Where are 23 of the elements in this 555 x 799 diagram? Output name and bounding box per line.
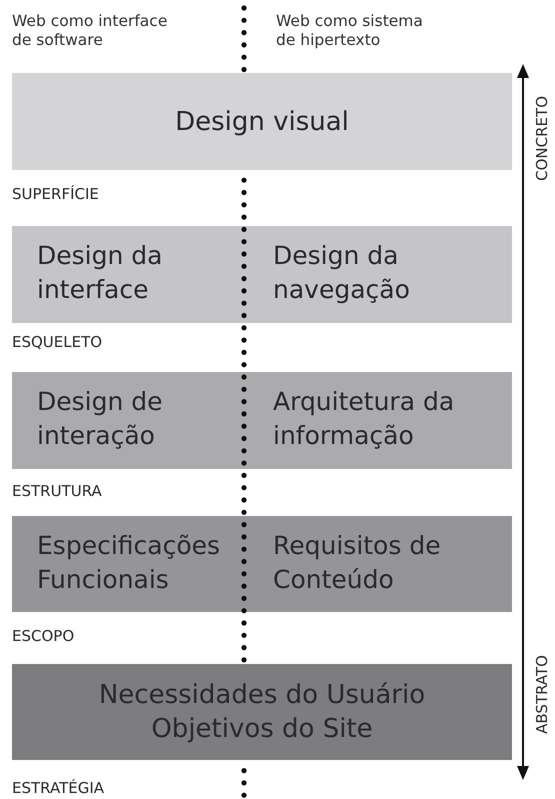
layer-text: Necessidades do Usuário	[98, 679, 426, 712]
layer-band	[12, 372, 512, 469]
layer-name: ESQUELETO	[12, 333, 102, 351]
layer-band	[12, 73, 512, 170]
layer-text: Arquitetura da informação	[273, 386, 456, 452]
layer-name: ESCOPO	[12, 627, 74, 645]
axis-label: ABSTRATO	[533, 655, 551, 734]
layer-name: SUPERFÍCIE	[12, 185, 99, 203]
column-heading: Web como sistema de hipertexto	[276, 12, 424, 50]
axis-label: CONCRETO	[533, 96, 551, 181]
layer-text: Design da interface	[37, 240, 164, 306]
layer-band	[12, 664, 512, 760]
layer-band	[12, 226, 512, 323]
layer-text: Objetivos do Site	[150, 713, 374, 746]
layer-text: Especificações Funcionais	[37, 530, 222, 596]
layer-text: Design visual	[174, 106, 350, 138]
layer-name: ESTRATÉGIA	[12, 779, 104, 797]
layer-name: ESTRUTURA	[12, 482, 102, 500]
column-heading: Web como interface de software	[12, 12, 168, 50]
layer-text: Design de interação	[37, 386, 164, 452]
layer-band	[12, 516, 512, 612]
layer-text: Design da navegação	[273, 240, 411, 306]
layer-text: Requisitos de Conteúdo	[273, 530, 442, 596]
